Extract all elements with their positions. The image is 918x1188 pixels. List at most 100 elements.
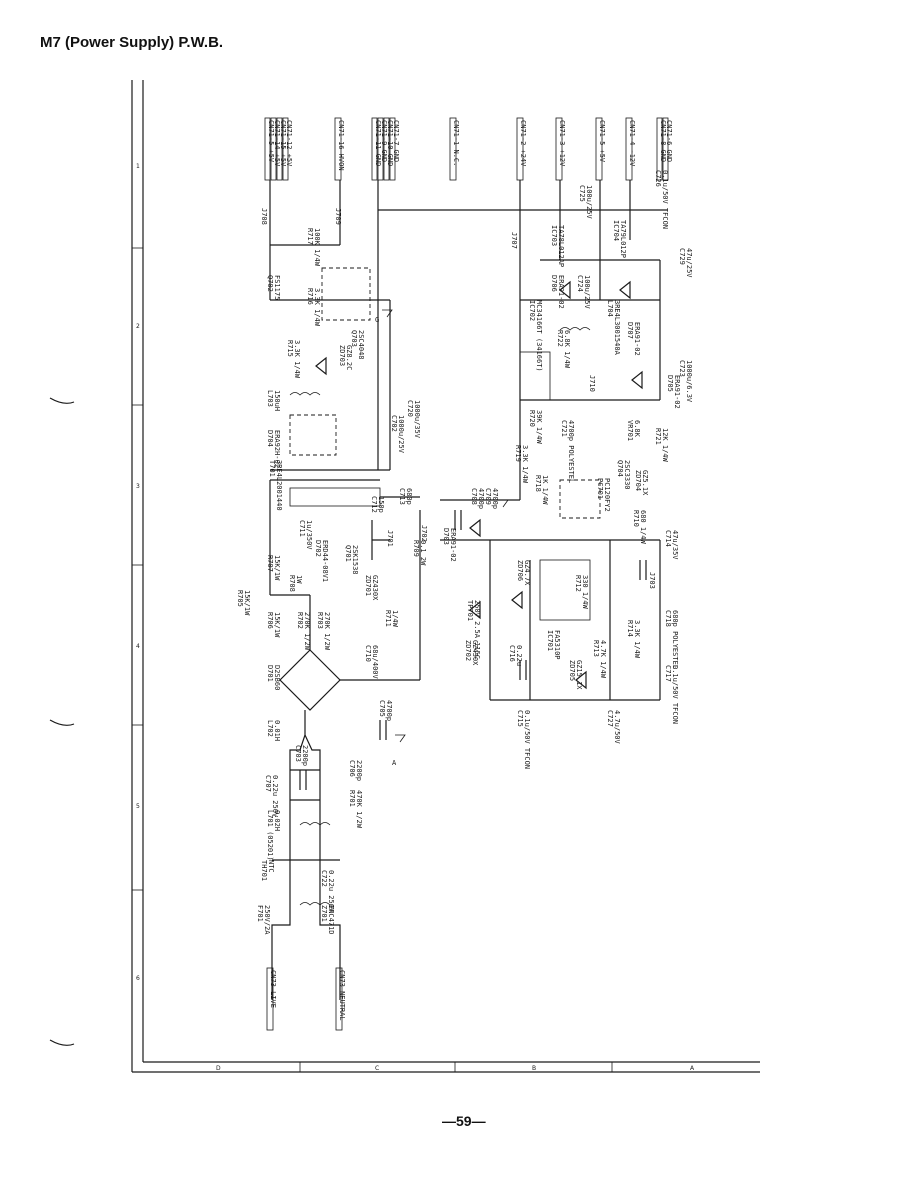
component-ref: R714 [626,620,634,637]
component-value: GZ8.2C [345,345,353,370]
component-ref: IC701 [546,630,554,651]
wiring [269,180,668,1000]
connector-label: CN71-15 +5V [279,120,287,167]
component-value: 3RE4L2001440 [275,460,283,511]
component-ref: R703 [316,612,324,629]
component-ref: R722 [556,330,564,347]
component-ref: J701 [386,530,394,547]
component-value: ERA91-02 [449,528,457,562]
component-value: 3.3K 1/4W [313,288,321,327]
component-value: 15K/1W [273,612,281,638]
component-ref: D707 [626,322,634,339]
component-ref: D704 [266,430,274,447]
component-value: 0.1u/50V TFCON [661,170,669,229]
component-value: 4700p [385,700,393,721]
component-value: 3RE4L3001540A [613,300,621,356]
component-value: 68u/400V [371,645,379,680]
connector-label: CN71-8 GND [659,120,667,162]
zone-letter: C [375,1065,379,1072]
component-value: 470K 1/2W [355,790,363,829]
component-value: 100K 1/4W [313,228,321,267]
component-ref: R709 [412,540,420,557]
component-ref: IC703 [550,225,558,246]
component-value: ERD44-08V1 [321,540,329,582]
component-ref: J707 [510,232,518,249]
component-value: 100u/25V [583,275,591,310]
connector-label: CN71-7 GND [392,120,400,162]
component-ref: R707 [266,555,274,572]
connector-label: CN71-1 N.C. [452,120,460,166]
zone-number: 3 [136,483,140,490]
page-number: —59— [442,1113,486,1129]
component-value: 4.7K 1/4W [599,640,607,679]
component-value: 39K 1/4W [535,410,543,445]
component-ref: R702 [296,612,304,629]
component-ref: R718 [534,475,542,492]
component-value: 47u/35V [671,530,679,560]
component-value: 0.02H [273,810,281,831]
component-value: 680 1/4W [639,510,647,545]
component-ref: J708 [260,208,268,225]
component-value: 1000u/25V [397,415,405,454]
component-value: 12K 1/4W [661,428,669,463]
component-value: 250V/2A [263,905,271,935]
component-ref: C717 [664,665,672,682]
component-value: 1/4W [391,610,399,628]
connector-label: CN71-9 GND [380,120,388,162]
component-value: 1000u/6.3V [685,360,693,403]
component-ref: C707 [264,775,272,792]
component-value: 1K 1/4W [541,475,549,505]
component-ref: R711 [384,610,392,627]
component-ref: ZD703 [338,345,346,366]
component-ref: ZD701 [364,575,372,596]
component-ref: Q704 [616,460,624,477]
zone-number: 6 [136,975,140,982]
component-value: ERA91-02 [557,275,565,309]
zone-letter: A [690,1065,695,1072]
component-value: GZ15.1X [575,660,583,690]
component-value: 6.8K [633,420,641,438]
component-ref: Q703 [350,330,358,347]
border-frame [131,80,760,1073]
component-ref: PC701 [596,478,604,499]
component-ref: C706 [348,760,356,777]
connector-label: CN73 LIVE [269,970,277,1008]
component-value: 270K 1/2W [323,612,331,651]
component-ref: C712 [370,496,378,513]
component-value: 330 1/4W [581,575,589,610]
component-ref: C716 [508,645,516,662]
component-ref: C726 [654,170,662,187]
component-ref: C724 [576,275,584,292]
component-ref: C729 [678,248,686,265]
zone-number: 4 [136,643,140,650]
connector-label: CN71-3 +12V [558,120,566,167]
component-value: 100u/25V [585,185,593,220]
connector-label: CN71-12 +5V [285,120,293,167]
component-value: NTC [267,860,275,873]
component-value: 4700p POLYESTEL [567,420,575,483]
component-ref: R713 [592,640,600,657]
component-ref: J710 [588,375,596,392]
component-ref: C718 [664,610,672,627]
component-value: ERA92H-02 [273,430,281,468]
component-value: 0.22u [515,645,523,666]
component-ref: C721 [560,420,568,437]
connector-label: CN71-5 +5V [267,120,275,163]
component-ref: ZD706 [516,560,524,581]
connector-label: CN71-14 +5V [273,120,281,167]
component-value: 1u/350V [305,520,313,550]
component-value: 1W [295,575,303,584]
component-ref: C722 [320,870,328,887]
component-ref: L701 (05201) [266,810,274,861]
component-ref: C727 [606,710,614,727]
component-ref: R710 [632,510,640,527]
component-ref: D705 [666,375,674,392]
component-value: 1000u/35V [413,400,421,439]
component-value: PC120FY2 [603,478,611,512]
connector-label: CN71-2 +24V [519,120,527,167]
component-value: 2SC3330 [623,460,631,490]
zone-markers: D C B A 1 2 3 4 5 6 [136,163,695,1072]
component-ref: C720 [406,400,414,417]
component-value: GZ5.1X [641,470,649,496]
component-value: 680p POLYESTEL [671,610,679,669]
